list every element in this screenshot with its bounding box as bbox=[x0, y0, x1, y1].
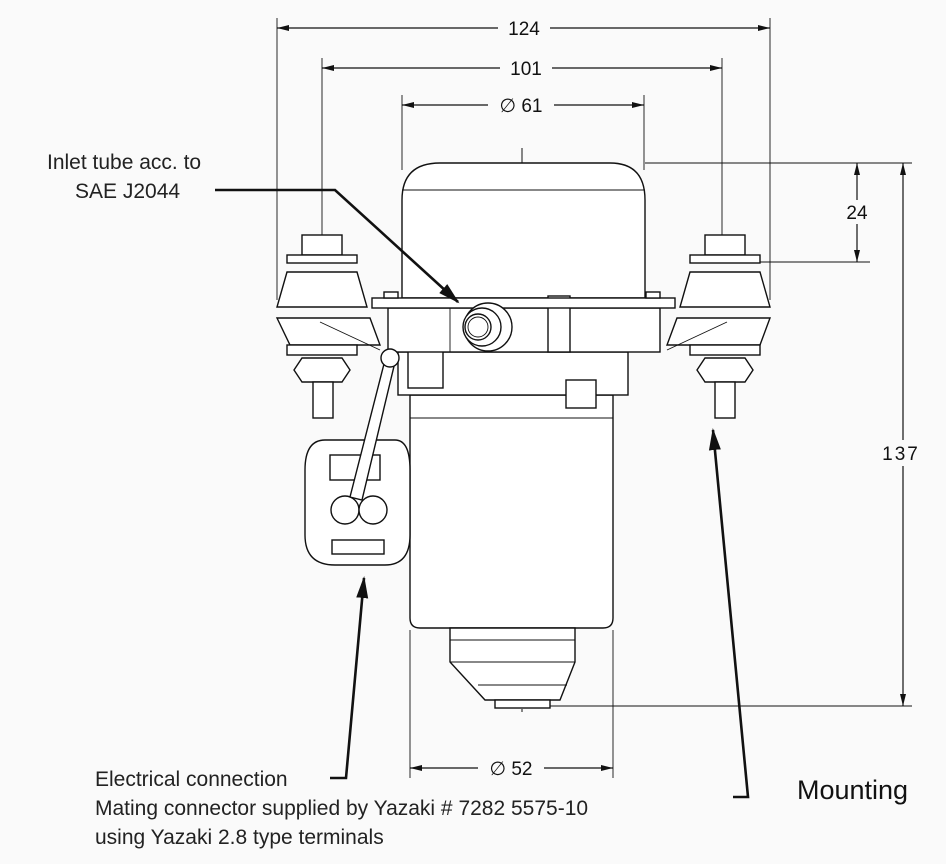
dimension-101: 101 bbox=[322, 56, 722, 80]
inlet-standard-label: SAE J2044 bbox=[75, 180, 180, 203]
inlet-label: Inlet tube acc. to bbox=[47, 151, 201, 174]
connector-spec-label: Mating connector supplied by Yazaki # 72… bbox=[95, 797, 588, 820]
dimension-124: 124 bbox=[277, 16, 770, 40]
electrical-connector bbox=[304, 348, 411, 566]
mounting-label: Mounting bbox=[797, 775, 908, 805]
dimension-diameter-61: ∅ 61 bbox=[402, 93, 644, 117]
electrical-label: Electrical connection bbox=[95, 768, 288, 791]
dimension-label: 124 bbox=[508, 19, 540, 40]
inlet-port bbox=[462, 302, 513, 352]
vacuum-pump bbox=[275, 162, 772, 709]
pump-cap bbox=[401, 162, 646, 299]
dimension-label: ∅ 61 bbox=[500, 96, 543, 117]
pump-block bbox=[387, 307, 661, 353]
right-mount bbox=[665, 234, 772, 419]
flange bbox=[371, 297, 676, 309]
motor-housing bbox=[409, 394, 614, 629]
left-mount bbox=[275, 234, 382, 419]
dimension-label: 101 bbox=[510, 59, 542, 80]
dimension-label: ∅ 52 bbox=[490, 759, 533, 780]
dimension-137: 137 bbox=[876, 163, 926, 706]
dimension-label: 24 bbox=[846, 203, 868, 224]
dimension-24: 24 bbox=[840, 163, 874, 262]
inlet-leader-arrow bbox=[215, 188, 460, 304]
electrical-leader-arrow bbox=[330, 576, 369, 780]
mounting-leader-arrow bbox=[708, 428, 750, 799]
terminal-spec-label: using Yazaki 2.8 type terminals bbox=[95, 826, 384, 849]
dimension-diameter-52: ∅ 52 bbox=[410, 755, 613, 781]
dimension-label: 137 bbox=[882, 444, 920, 465]
bottom-nozzle bbox=[449, 627, 576, 701]
